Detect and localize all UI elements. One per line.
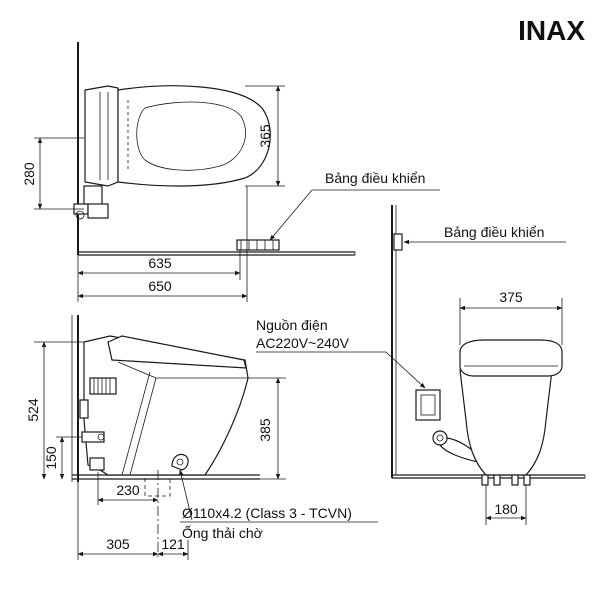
side-view: 524 150 385 230 Ø110x4.2 (Class 3 - TCVN… [25, 315, 378, 560]
control-panel-wall [393, 233, 403, 251]
dim-121: 121 [161, 536, 185, 552]
dim-635: 635 [148, 255, 172, 271]
brand-logo: INAX [518, 15, 585, 46]
pipe-name: Ống thải chờ [182, 524, 263, 541]
pipe-spec: Ø110x4.2 (Class 3 - TCVN) [182, 505, 352, 521]
dim-365: 365 [257, 124, 273, 148]
top-view: Bảng điều khiển 365 280 635 650 [21, 42, 440, 302]
dim-385: 385 [257, 418, 273, 442]
control-panel-top [236, 239, 280, 251]
dim-650: 650 [148, 278, 172, 294]
dim-230: 230 [116, 482, 140, 498]
front-view: Bảng điều khiển Nguồn điện AC220V~240V 3… [256, 205, 586, 525]
front-lid [459, 339, 563, 377]
seat-opening [136, 101, 246, 171]
control-panel-label-top: Bảng điều khiển [325, 170, 425, 186]
dim-375: 375 [499, 289, 523, 305]
drain-fitting [171, 453, 189, 471]
dim-524: 524 [25, 398, 41, 422]
dim-280: 280 [21, 162, 37, 186]
front-toilet-body [459, 369, 553, 476]
side-lid [107, 335, 247, 369]
tank-outline [84, 85, 119, 187]
power-label-line1: Nguồn điện [256, 317, 328, 333]
power-label-line2: AC220V~240V [256, 335, 350, 351]
dim-180: 180 [494, 501, 518, 517]
dim-305: 305 [106, 536, 130, 552]
water-valve [432, 430, 448, 446]
vent-grille [89, 377, 117, 395]
control-panel-label-front: Bảng điều khiển [444, 224, 544, 240]
seat-outline [117, 85, 271, 187]
dim-150: 150 [43, 446, 59, 470]
control-panel-leader [269, 189, 313, 241]
power-box [415, 389, 441, 421]
